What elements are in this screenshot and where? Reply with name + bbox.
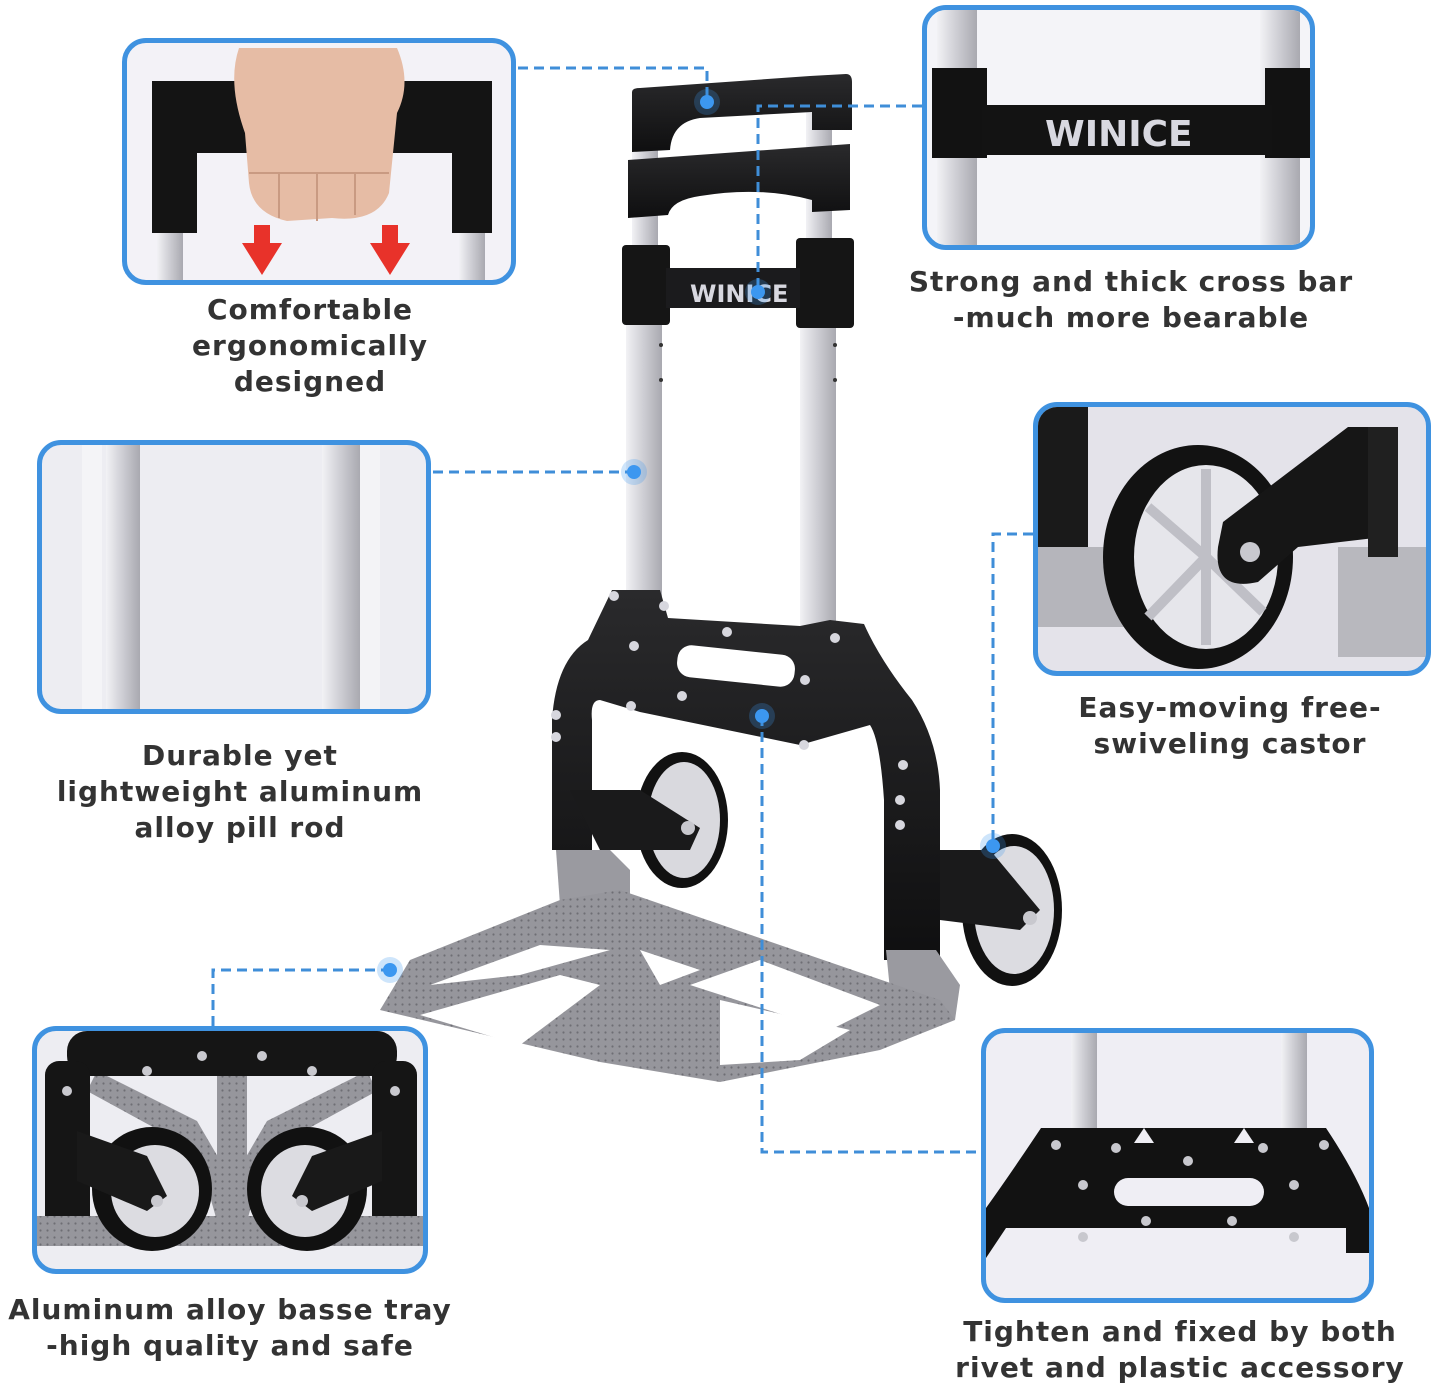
mid-handle <box>628 144 850 218</box>
callout-rivet-image <box>981 1028 1374 1303</box>
caption-tray: Aluminum alloy basse tray -high quality … <box>8 1293 452 1362</box>
rivet-icon <box>1051 1140 1329 1242</box>
caption-castor: Easy-moving free- swiveling castor <box>1078 691 1382 760</box>
callout-tray-image <box>32 1026 428 1274</box>
callout-pull-rod-image <box>37 440 431 714</box>
hand-icon <box>234 48 405 221</box>
lower-frame <box>552 590 940 960</box>
left-rod <box>626 300 662 620</box>
right-rod <box>800 300 836 630</box>
callout-castor-image <box>1033 402 1431 676</box>
caption-pull-rod: Durable yet lightweight aluminum alloy p… <box>56 739 424 844</box>
foot-tray <box>380 890 955 1082</box>
callout-handle-image <box>122 38 516 285</box>
caption-rivet: Tighten and fixed by both rivet and plas… <box>955 1315 1405 1384</box>
caption-handle: Comfortable ergonomically designed <box>192 293 428 398</box>
caption-cross-bar: Strong and thick cross bar -much more be… <box>908 265 1354 334</box>
winice-logo: WINICE <box>690 280 788 308</box>
callout-cross-bar-image: WINICE <box>922 5 1315 250</box>
down-arrow-icon <box>242 225 410 275</box>
winice-logo: WINICE <box>1045 114 1193 155</box>
